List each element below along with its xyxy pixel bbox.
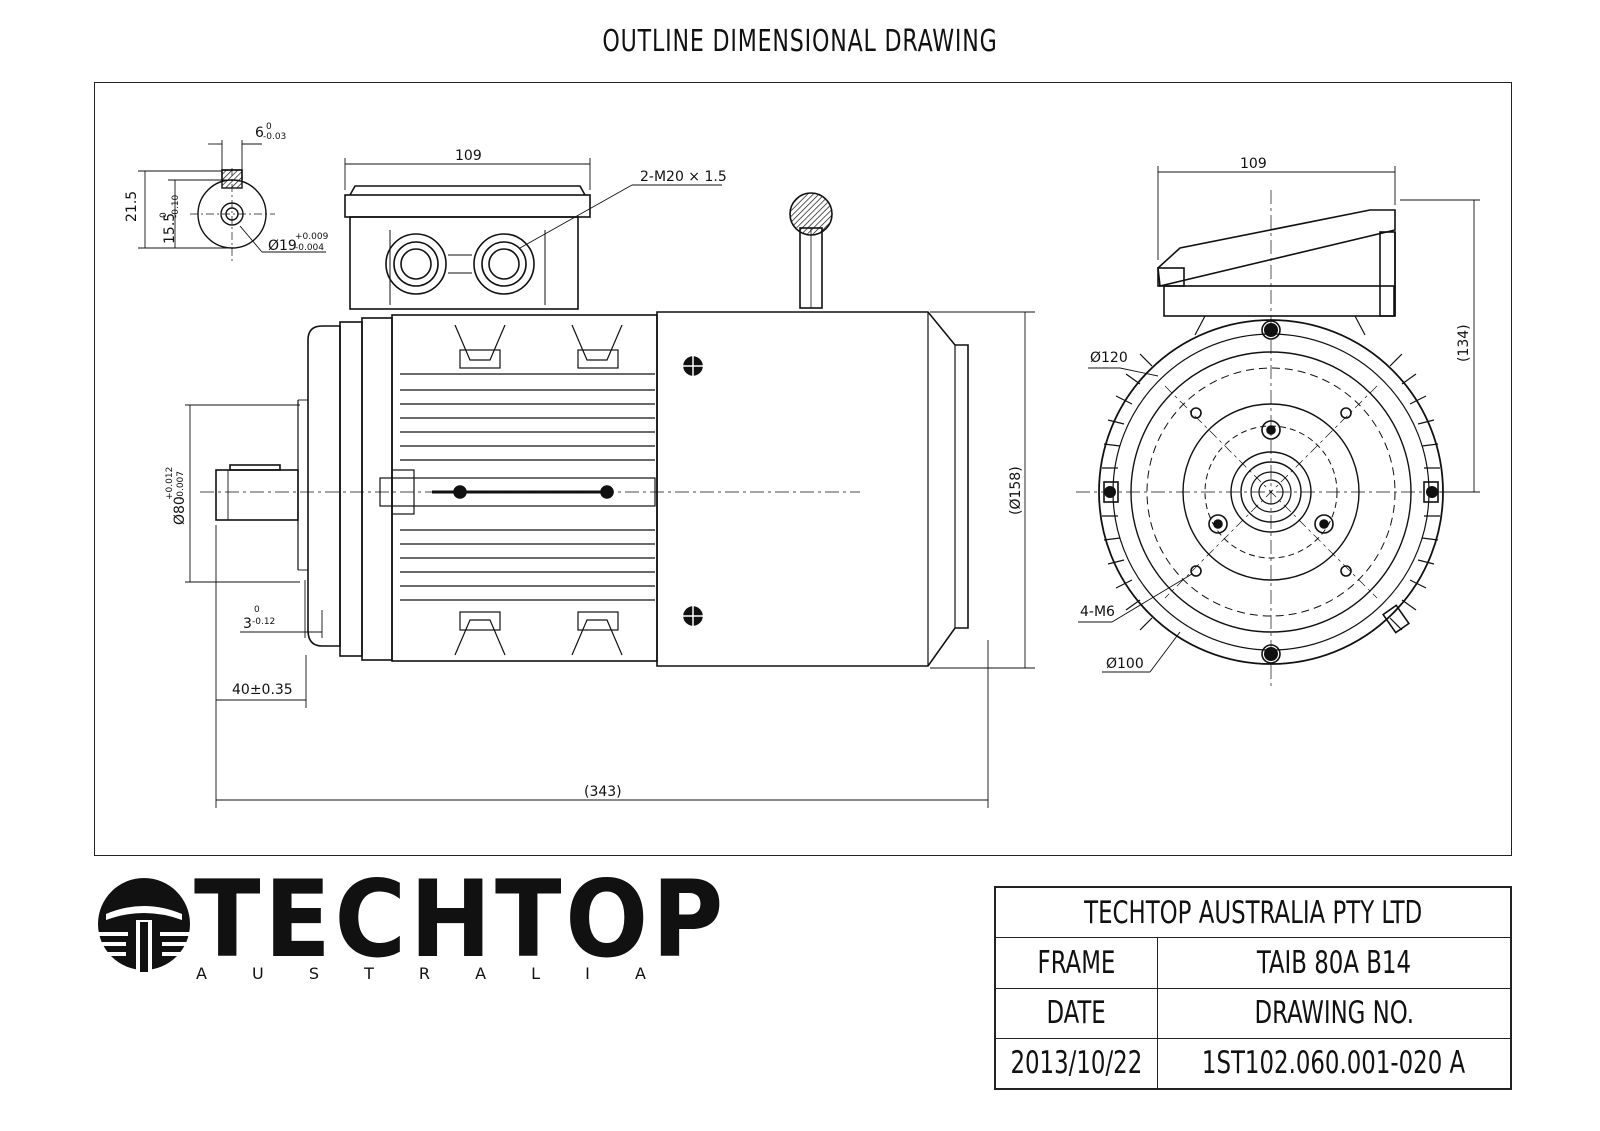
company-name-cell: TECHTOP AUSTRALIA PTY LTD bbox=[995, 886, 1511, 939]
svg-text:+0.009: +0.009 bbox=[295, 232, 329, 242]
spigot-depth-dim: 3 bbox=[243, 616, 252, 632]
frame-value-cell: TAIB 80A B14 bbox=[1156, 937, 1512, 989]
svg-text:-0.004: -0.004 bbox=[295, 243, 324, 253]
logo-subtitle: A U S T R A L I A bbox=[196, 964, 646, 983]
cable-gland-label: 2-M20 × 1.5 bbox=[640, 169, 727, 185]
svg-text:0: 0 bbox=[159, 212, 169, 218]
svg-text:-0.03: -0.03 bbox=[263, 132, 286, 142]
shaft-dia-dim: Ø19 bbox=[268, 238, 297, 254]
side-view bbox=[185, 158, 1035, 808]
drawing-frame bbox=[94, 82, 1512, 856]
shaft-length-dim: 40±0.35 bbox=[232, 682, 293, 698]
end-view bbox=[1076, 166, 1480, 690]
svg-text:+0.012: +0.012 bbox=[165, 467, 175, 500]
flange-pcd-dim: Ø120 bbox=[1090, 350, 1128, 366]
overall-length-dim: (343) bbox=[584, 784, 622, 800]
date-label-cell: DATE bbox=[995, 987, 1158, 1039]
spigot-dia-dim: Ø80 bbox=[172, 496, 188, 525]
overall-dia-dim: (Ø158) bbox=[1008, 466, 1024, 515]
fixing-holes-dim: 4-M6 bbox=[1080, 604, 1115, 620]
drawing-no-value-cell: 1ST102.060.001-020 A bbox=[1156, 1037, 1512, 1090]
terminal-box-width-side: 109 bbox=[455, 148, 482, 164]
flange-inner-dia-dim: Ø100 bbox=[1106, 656, 1144, 672]
terminal-box-width-end: 109 bbox=[1240, 156, 1267, 172]
title-block-table: TECHTOP AUSTRALIA PTY LTD FRAME TAIB 80A… bbox=[995, 886, 1512, 1090]
key-width-dim: 6 bbox=[255, 125, 264, 141]
svg-text:0: 0 bbox=[266, 122, 272, 132]
keyway-depth-dim: 15.5 bbox=[162, 213, 178, 244]
logo-wordmark: TECHTOP bbox=[194, 858, 727, 981]
date-value-cell: 2013/10/22 bbox=[995, 1037, 1158, 1090]
title-block: TECHTOP AUSTRALIA PTY LTD FRAME TAIB 80A… bbox=[994, 886, 1512, 1090]
shaft-height-dim: 21.5 bbox=[124, 191, 140, 222]
drawing-no-label-cell: DRAWING NO. bbox=[1156, 987, 1512, 1039]
svg-text:0: 0 bbox=[254, 605, 260, 615]
frame-label-cell: FRAME bbox=[995, 937, 1158, 989]
svg-text:-0.10: -0.10 bbox=[171, 194, 181, 218]
techtop-emblem-icon bbox=[98, 878, 190, 972]
svg-text:-0.007: -0.007 bbox=[176, 471, 186, 500]
shaft-section-view bbox=[138, 140, 326, 262]
page-title: OUTLINE DIMENSIONAL DRAWING bbox=[602, 24, 998, 59]
svg-text:-0.12: -0.12 bbox=[252, 617, 275, 627]
techtop-logo: TECHTOP A U S T R A L I A bbox=[96, 858, 723, 992]
height-to-box-dim: (134) bbox=[1456, 324, 1472, 362]
